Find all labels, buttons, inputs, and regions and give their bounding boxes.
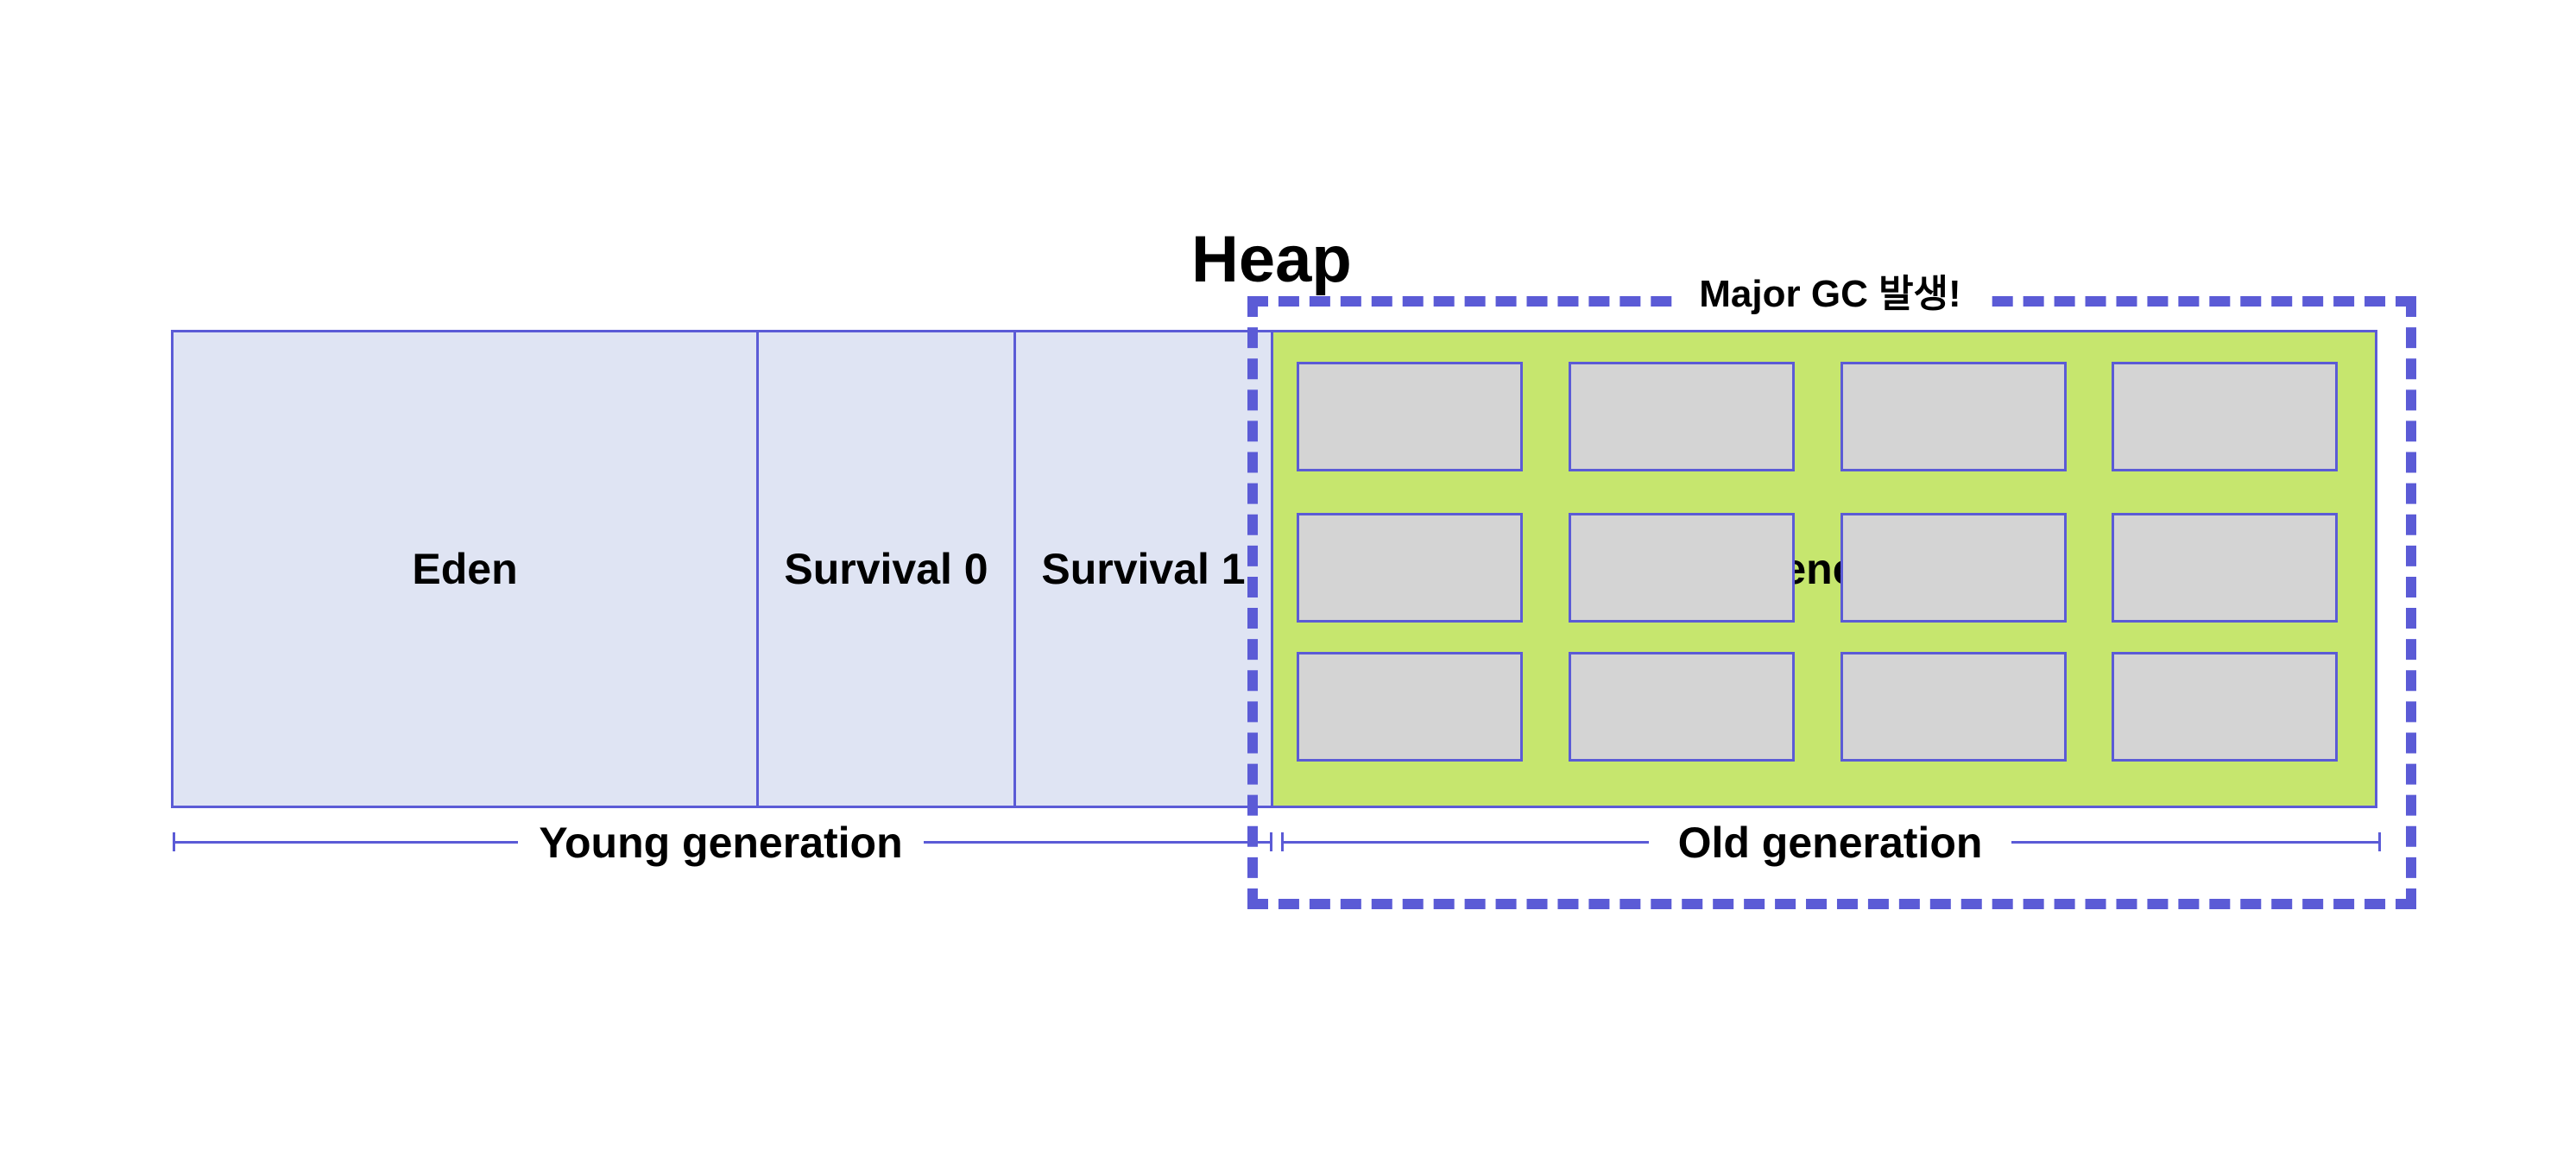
survival-0-region: Survival 0 xyxy=(756,330,1016,808)
eden-region: Eden xyxy=(171,330,759,808)
old-object-block xyxy=(1297,362,1523,471)
old-object-block xyxy=(1297,513,1523,623)
young-bracket-right-tick xyxy=(1270,832,1272,851)
major-gc-label: Major GC 발생! xyxy=(1675,262,1986,318)
heap-title: Heap xyxy=(1191,223,1352,296)
old-object-block xyxy=(2112,652,2338,762)
old-object-block xyxy=(2112,362,2338,471)
old-object-block xyxy=(1840,652,2067,762)
survival-0-label: Survival 0 xyxy=(784,545,988,593)
old-object-block xyxy=(1569,652,1795,762)
young-generation-label: Young generation xyxy=(518,815,924,870)
old-object-block xyxy=(1569,362,1795,471)
old-object-block xyxy=(1297,652,1523,762)
survival-1-region: Survival 1 xyxy=(1013,330,1273,808)
eden-label: Eden xyxy=(412,545,518,593)
old-object-block xyxy=(2112,513,2338,623)
old-bracket-right-tick xyxy=(2378,832,2381,851)
old-object-block xyxy=(1840,362,2067,471)
old-object-block xyxy=(1840,513,2067,623)
old-generation-bracket-label: Old generation xyxy=(1649,815,2011,870)
old-object-block xyxy=(1569,513,1795,623)
survival-1-label: Survival 1 xyxy=(1041,545,1246,593)
